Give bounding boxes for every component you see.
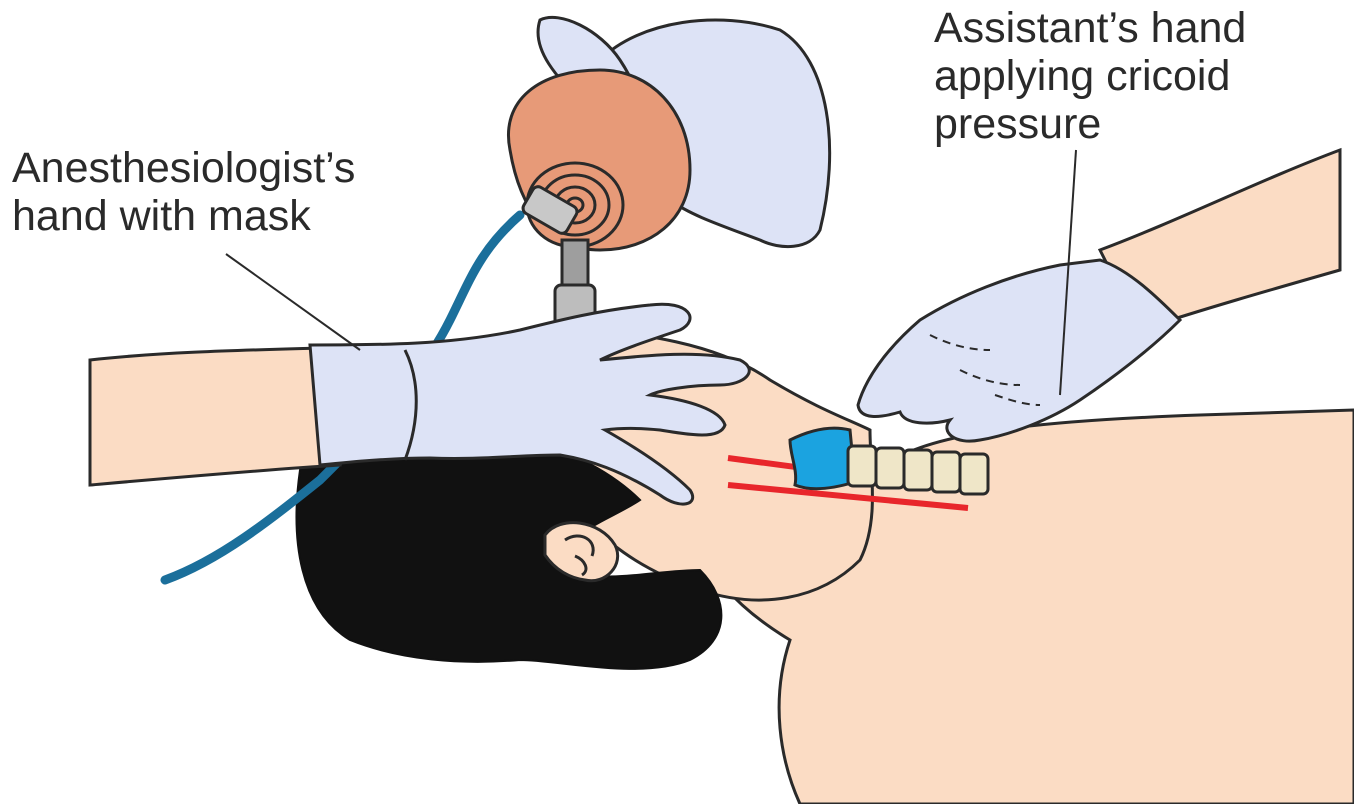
anesthesiologist-leader-line: [226, 254, 360, 350]
mask-connector: [562, 240, 588, 290]
assistant-hand-label: Assistant’s hand applying cricoid pressu…: [934, 4, 1246, 148]
tracheal-rings: [848, 446, 988, 494]
anesthesiologist-label-line-2: hand with mask: [12, 192, 355, 240]
anesthesiologist-label-line-1: Anesthesiologist’s: [12, 144, 355, 192]
anesthesiologist-hand-label: Anesthesiologist’s hand with mask: [12, 144, 355, 240]
cricoid-cartilage: [790, 428, 855, 489]
assistant-glove: [858, 260, 1180, 441]
assistant-label-line-1: Assistant’s hand: [934, 4, 1246, 52]
assistant-label-line-3: pressure: [934, 100, 1246, 148]
anesthesiologist-arm: [90, 348, 340, 485]
assistant-label-line-2: applying cricoid: [934, 52, 1246, 100]
